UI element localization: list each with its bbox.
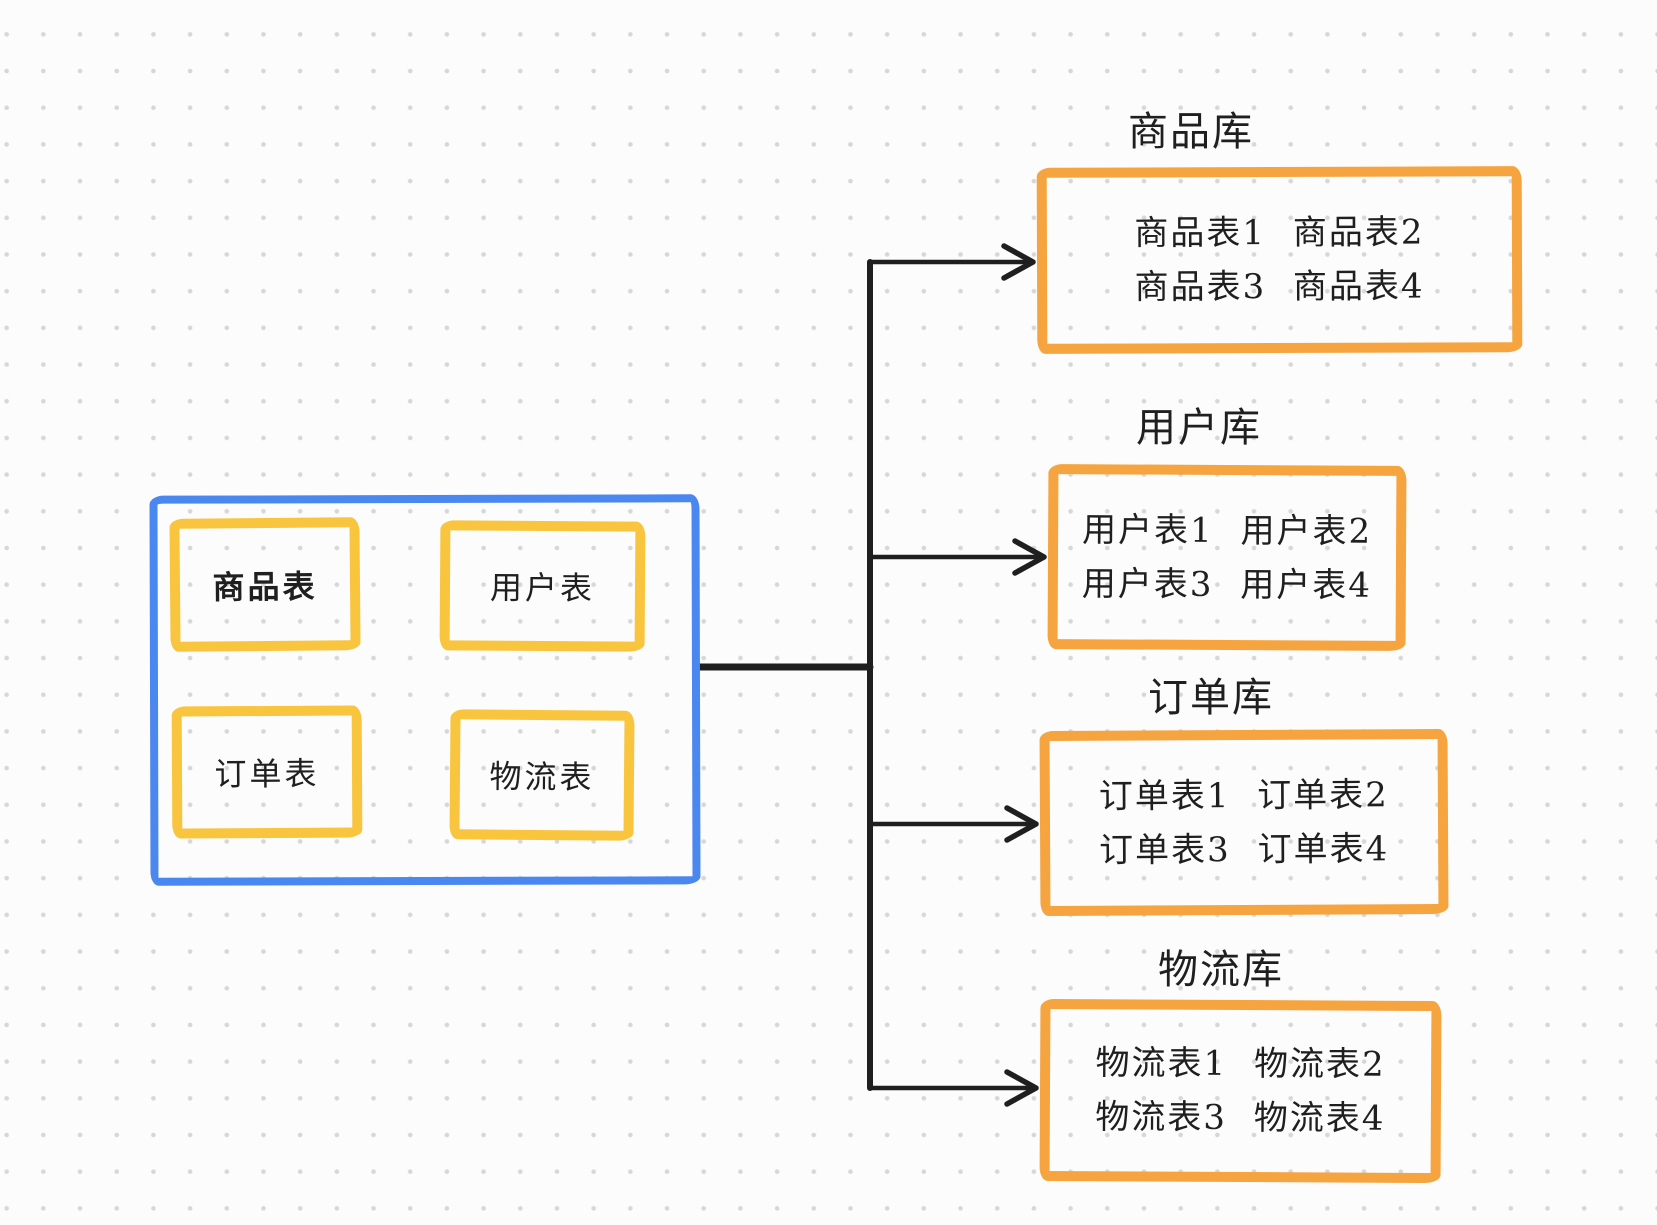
db-title-logistics: 物流库 [1158,947,1284,993]
db-title-order: 订单库 [1148,675,1274,721]
db-tables-line: 物流表1 物流表2 [1095,1043,1386,1085]
table-box-product: 商品表 [169,517,361,652]
db-title-product: 商品库 [1128,109,1254,155]
arrow-to-logistics-db [867,1069,1039,1107]
db-title-user: 用户库 [1136,405,1262,451]
db-tables-line: 用户表1 用户表2 [1081,509,1373,552]
db-tables-line: 用户表3 用户表4 [1081,563,1372,606]
db-box-product: 商品表1 商品表2 商品表3 商品表4 [1036,166,1523,354]
db-box-user: 用户表1 用户表2 用户表3 用户表4 [1047,464,1407,651]
db-tables-line: 商品表3 商品表4 [1134,266,1425,308]
table-box-user: 用户表 [439,520,646,652]
arrow-to-order-db [867,805,1039,843]
db-tables-line: 订单表3 订单表4 [1098,828,1390,871]
table-label-logistics: 物流表 [489,757,595,797]
arrow-to-product-db [867,243,1036,281]
db-box-logistics: 物流表1 物流表2 物流表3 物流表4 [1039,998,1442,1184]
table-box-logistics: 物流表 [449,709,635,841]
db-box-order: 订单表1 订单表2 订单表3 订单表4 [1039,728,1449,917]
db-tables-line: 商品表1 商品表2 [1134,212,1425,254]
table-box-order: 订单表 [171,705,363,839]
arrow-to-user-db [867,538,1047,576]
db-tables-line: 订单表1 订单表2 [1098,774,1389,817]
db-tables-line: 物流表3 物流表4 [1095,1097,1386,1139]
table-label-order: 订单表 [214,754,320,794]
table-label-product: 商品表 [212,567,318,606]
table-label-user: 用户表 [489,568,596,608]
